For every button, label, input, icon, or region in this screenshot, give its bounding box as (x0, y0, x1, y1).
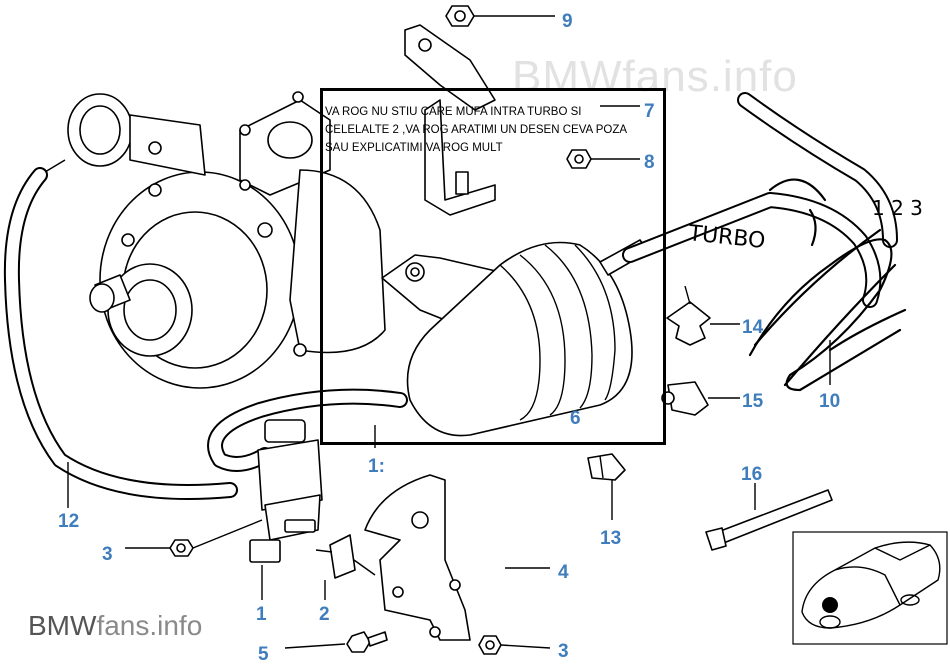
watermark-top: BMWfans.info (512, 52, 798, 101)
nut-3a (169, 539, 194, 557)
callout-7: 7 (644, 101, 655, 122)
vacuum-hose-11 (207, 388, 408, 472)
callout-6: 6 (570, 408, 581, 429)
annotation-line-1: VA ROG NU STIU CARE MUFA INTRA TURBO SI (325, 106, 582, 118)
handwritten-turbo: TURBO (686, 221, 766, 254)
callout-5: 5 (258, 644, 269, 665)
location-dot (822, 597, 838, 613)
nut-8 (566, 149, 592, 169)
watermark-bottom: BMWfans.info (28, 610, 202, 642)
rubber-mount (315, 534, 376, 579)
callout-10: 10 (819, 391, 840, 412)
callout-15: 15 (742, 391, 764, 412)
leader-lines (67, 15, 831, 649)
clamp-13 (587, 453, 626, 481)
car-location-inset (792, 531, 948, 645)
callout-1: 1 (256, 604, 267, 625)
watermark-site: fans.info (96, 610, 203, 641)
annotation-line-3: SAU EXPLICATIMI VA ROG MULT (325, 142, 503, 154)
vacuum-hose-12 (3, 167, 238, 500)
hose-10 (622, 92, 898, 308)
callout-16: 16 (741, 464, 762, 485)
bracket-4 (364, 474, 471, 641)
pressure-converter (249, 419, 323, 563)
callout-13: 13 (600, 528, 621, 549)
annotation-line-2: CELELALTE 2 ,VA ROG ARATIMI UN DESEN CEV… (325, 124, 628, 136)
watermark-brand: BMW (28, 610, 97, 641)
callout-2: 2 (319, 604, 330, 625)
turbocharger (39, 91, 386, 389)
callout-9: 9 (562, 11, 573, 32)
callout-14: 14 (742, 317, 764, 338)
bolt-5 (346, 631, 388, 653)
handwritten-scribbles (748, 178, 907, 392)
callout-3a: 3 (102, 544, 113, 565)
callout-3b: 3 (558, 641, 569, 662)
callout-11: 1: (368, 456, 385, 477)
holder-15 (661, 381, 709, 416)
callout-12: 12 (58, 511, 79, 532)
nut-9 (445, 5, 475, 27)
annotation-note: VA ROG NU STIU CARE MUFA INTRA TURBO SI … (325, 103, 665, 157)
vacuum-reservoir (381, 239, 649, 437)
callout-4: 4 (558, 562, 569, 583)
callout-8: 8 (644, 152, 655, 173)
handwritten-marks: 1 2 3 (872, 196, 923, 220)
nut-3b (478, 635, 502, 655)
cable-tie-16 (705, 489, 833, 551)
clip-14 (666, 285, 711, 346)
